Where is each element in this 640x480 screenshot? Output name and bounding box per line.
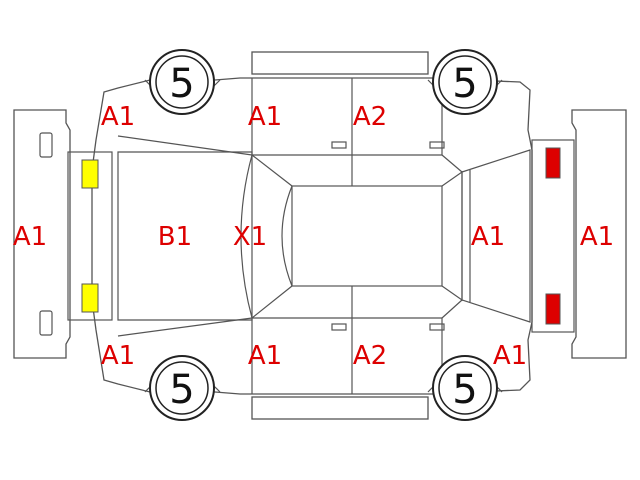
- tire-rear-left-rating: 5: [452, 61, 477, 107]
- code-hood: B1: [158, 222, 192, 252]
- door-handle-rear-left: [429, 141, 445, 149]
- tire-front-left-rating: 5: [169, 61, 194, 107]
- trunk-lid-panel: [461, 149, 531, 323]
- door-handle-rear-right: [429, 323, 445, 331]
- rear-right-lamp-marker: [545, 293, 561, 325]
- tire-front-right-rating: 5: [169, 367, 194, 413]
- left-side-sill: [251, 51, 429, 75]
- front-left-pillar-line: [117, 135, 253, 156]
- code-rear-right-door: A2: [353, 341, 387, 371]
- code-windshield: X1: [233, 222, 267, 252]
- tire-rear-left: 5: [432, 49, 498, 115]
- rear-left-lamp-marker: [545, 147, 561, 179]
- front-left-lamp-marker: [81, 159, 99, 189]
- code-rear-right-quarter: A1: [493, 341, 527, 371]
- front-lamp-housing: [67, 151, 113, 321]
- roof-panel: [291, 185, 443, 287]
- windshield-inner: [251, 154, 293, 319]
- code-rear-left-door: A2: [353, 102, 387, 132]
- door-handle-front-left: [331, 141, 347, 149]
- code-trunk-lid: A1: [471, 222, 505, 252]
- front-bumper-vent-bottom: [39, 310, 53, 336]
- code-front-left-door: A1: [248, 102, 282, 132]
- tire-front-right: 5: [149, 355, 215, 421]
- rear-bumper: [571, 109, 627, 359]
- code-rear-bumper: A1: [580, 222, 614, 252]
- code-front-left-fender: A1: [101, 102, 135, 132]
- code-front-right-door: A1: [248, 341, 282, 371]
- tire-rear-right-rating: 5: [452, 367, 477, 413]
- rear-pillar-top: [441, 154, 463, 173]
- front-right-lamp-marker: [81, 283, 99, 313]
- tire-rear-right: 5: [432, 355, 498, 421]
- tire-front-left: 5: [149, 49, 215, 115]
- door-handle-front-right: [331, 323, 347, 331]
- rear-pillar-bottom: [441, 299, 463, 319]
- right-side-sill: [251, 396, 429, 420]
- front-bumper: [13, 109, 71, 359]
- windshield-outline: [240, 154, 253, 319]
- front-right-pillar-line: [117, 317, 253, 337]
- code-front-bumper: A1: [13, 222, 47, 252]
- front-bumper-vent-top: [39, 132, 53, 158]
- code-front-right-fender: A1: [101, 341, 135, 371]
- rear-lamp-housing: [531, 139, 575, 333]
